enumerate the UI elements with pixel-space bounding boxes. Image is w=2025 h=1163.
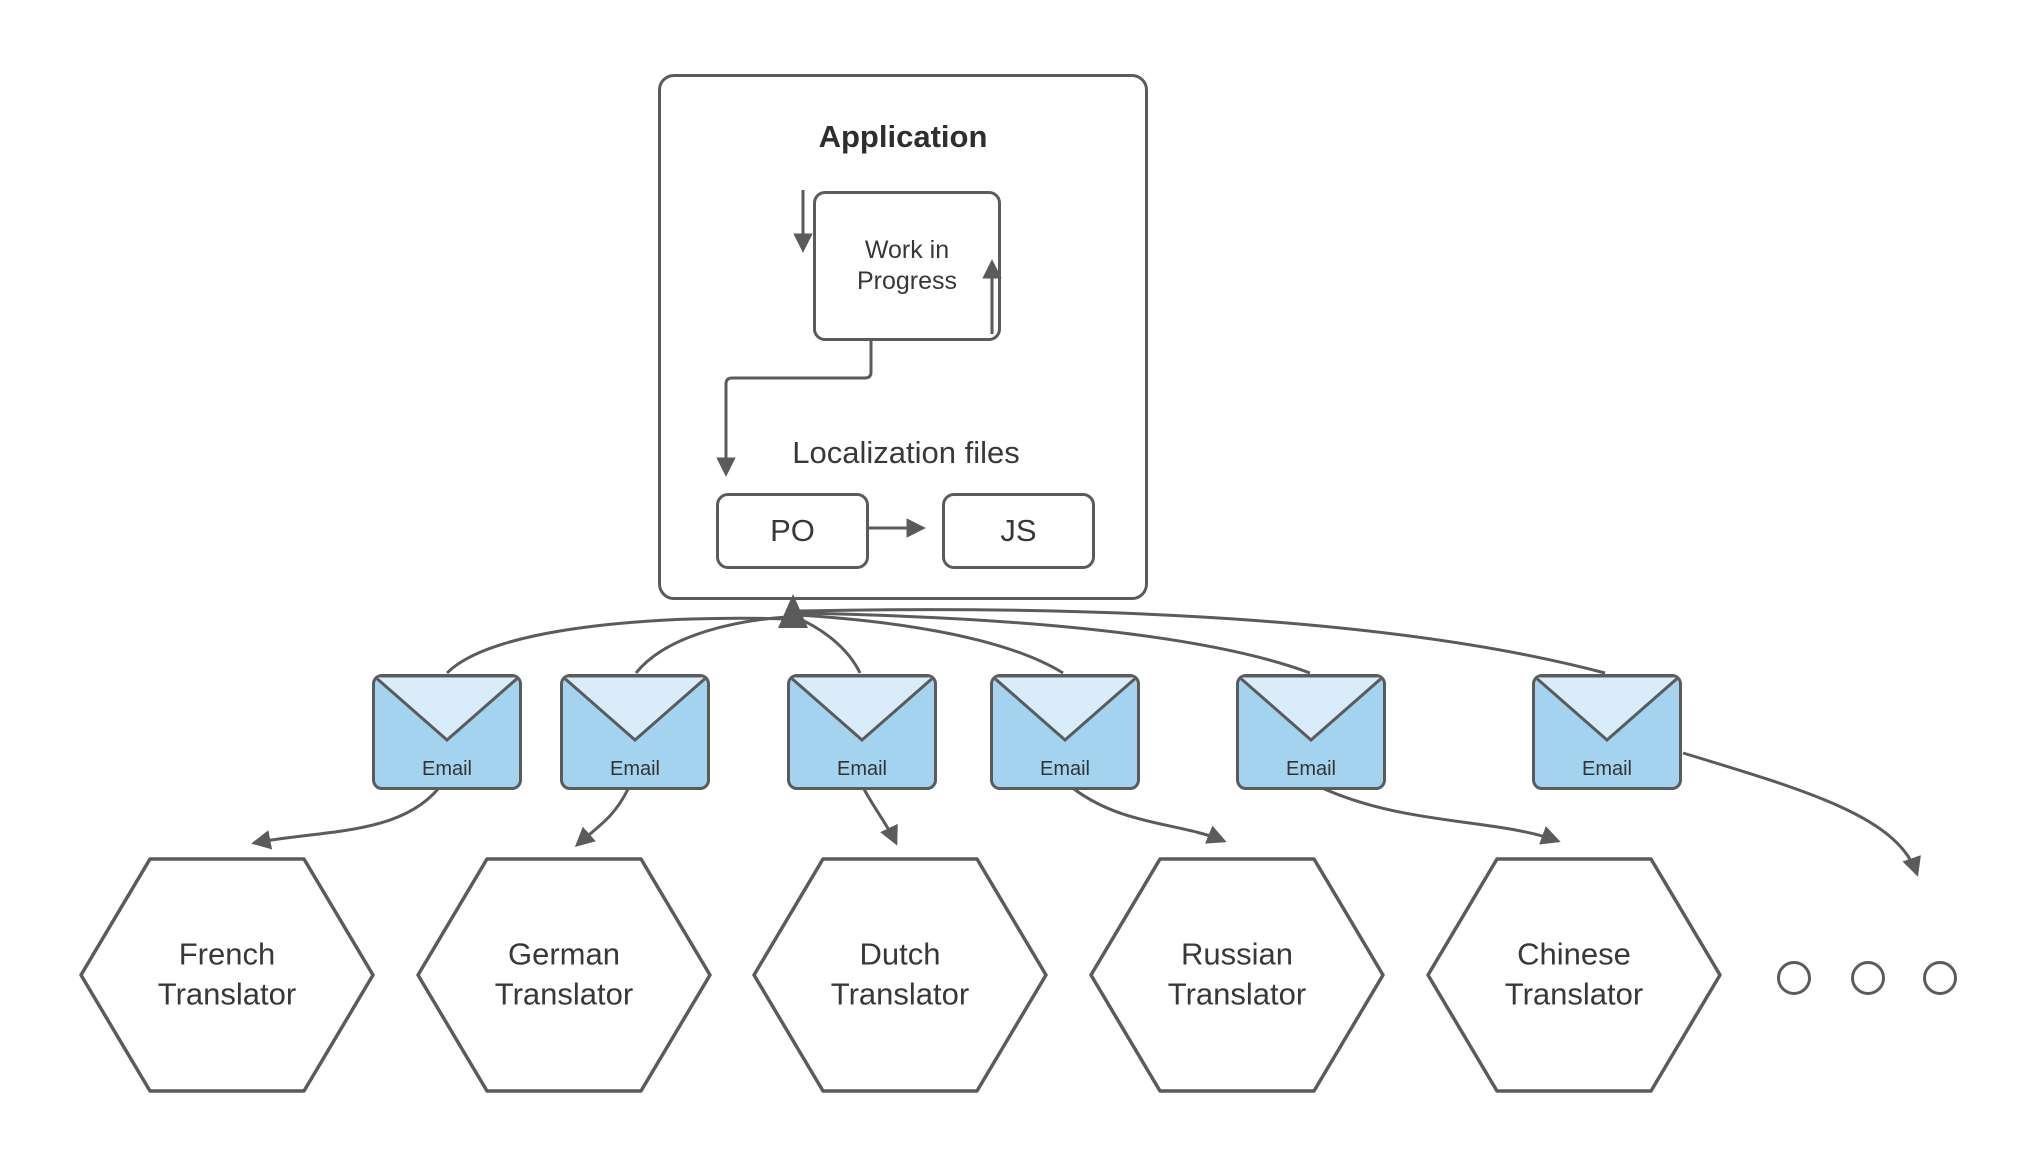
arrow-email-1-to-app — [445, 616, 787, 675]
work-in-progress-box: Work in Progress — [813, 191, 1001, 341]
email-label: Email — [1039, 758, 1090, 780]
hexagon-shape — [1089, 857, 1385, 1093]
translator-hexagon-german: German Translator — [414, 855, 714, 1095]
email-envelope-3: Email — [787, 674, 937, 790]
arrow-email-4-to-russian — [1073, 787, 1227, 844]
localization-files-label: Localization files — [792, 435, 1020, 470]
hexagon-shape — [1426, 857, 1722, 1093]
envelope-flap-icon — [1239, 677, 1383, 742]
translator-label: Russian Translator — [1167, 936, 1307, 1012]
envelope-flap-icon — [1535, 677, 1679, 742]
ellipsis-dot-1 — [1777, 961, 1811, 995]
arrow-email-4-to-app — [796, 613, 1064, 675]
email-envelope-4: Email — [990, 674, 1140, 790]
translator-hexagon-russian: Russian Translator — [1087, 855, 1387, 1095]
application-box: Application Work in Progress Localizatio… — [658, 74, 1148, 600]
arrow-email-5-to-app — [798, 611, 1311, 675]
translator-label: Dutch Translator — [830, 936, 970, 1012]
email-label: Email — [421, 758, 472, 780]
translator-label: Chinese Translator — [1504, 936, 1644, 1012]
app-inbound-arrowhead-icon — [778, 594, 808, 628]
translator-hexagon-dutch: Dutch Translator — [750, 855, 1050, 1095]
arrow-email-6-to-app — [799, 608, 1606, 675]
translator-label: French Translator — [157, 936, 297, 1012]
email-label: Email — [1285, 758, 1336, 780]
envelope-flap-icon — [375, 677, 519, 742]
application-title: Application — [818, 119, 988, 154]
envelope-flap-icon — [790, 677, 934, 742]
email-envelope-2: Email — [560, 674, 710, 790]
ellipsis-dot-3 — [1923, 961, 1957, 995]
email-envelope-6: Email — [1532, 674, 1682, 790]
arrow-email-2-to-app — [634, 615, 788, 674]
po-file-label: PO — [770, 513, 815, 548]
email-envelope-5: Email — [1236, 674, 1386, 790]
arrow-email-3-to-dutch — [862, 788, 898, 846]
arrow-email-5-to-chinese — [1319, 785, 1561, 845]
arrow-email-1-to-french — [251, 788, 440, 850]
work-in-progress-label: Work in Progress — [856, 235, 958, 295]
translator-hexagon-french: French Translator — [77, 855, 377, 1095]
email-label: Email — [1581, 758, 1632, 780]
email-label: Email — [836, 758, 887, 780]
translator-label: German Translator — [494, 936, 634, 1012]
envelope-flap-icon — [993, 677, 1137, 742]
ellipsis-dot-2 — [1851, 961, 1885, 995]
hexagon-shape — [752, 857, 1048, 1093]
email-label: Email — [609, 758, 660, 780]
email-envelope-1: Email — [372, 674, 522, 790]
translator-hexagon-chinese: Chinese Translator — [1424, 855, 1724, 1095]
arrow-wip-to-po — [716, 338, 873, 477]
hexagon-shape — [79, 857, 375, 1093]
hexagon-shape — [416, 857, 712, 1093]
js-file-label: JS — [1000, 513, 1037, 548]
arrow-email-6-to-others — [1682, 751, 1921, 877]
po-file-box: PO — [716, 493, 869, 569]
js-file-box: JS — [942, 493, 1095, 569]
envelope-flap-icon — [563, 677, 707, 742]
arrow-email-2-to-german — [574, 788, 630, 847]
